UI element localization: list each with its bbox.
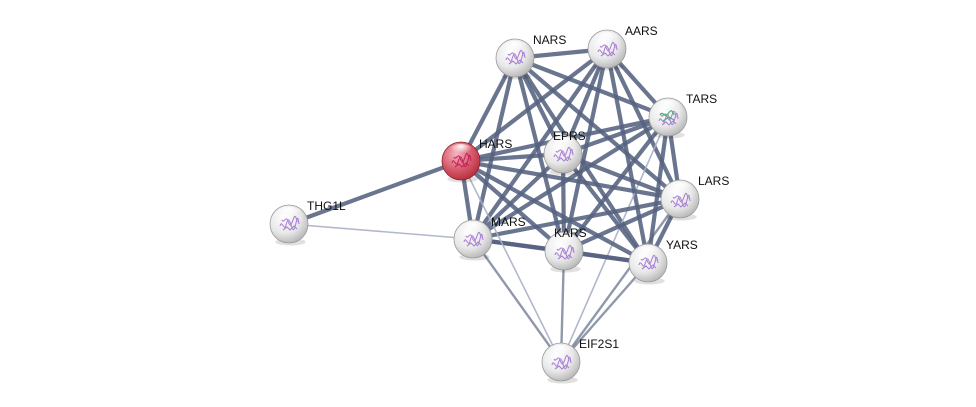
edge-aars-kars[interactable] <box>561 46 610 254</box>
node-gloss <box>668 181 692 196</box>
node-kars[interactable] <box>544 231 584 273</box>
nodes-layer: NARS AARS TARS HARS EPRS LARS THG1L MARS KARS YAR… <box>269 24 729 384</box>
node-label-eprs: EPRS <box>553 129 586 143</box>
node-gloss <box>552 233 576 248</box>
edge-yars-eif2s1[interactable] <box>559 261 650 364</box>
node-eif2s1[interactable] <box>541 342 581 384</box>
edge-eprs-yars[interactable] <box>560 151 651 266</box>
node-thg1l[interactable] <box>269 204 309 246</box>
edge-hars-kars[interactable] <box>458 158 567 254</box>
edge-aars-yars[interactable] <box>604 46 651 266</box>
edge-eprs-lars[interactable] <box>560 151 683 202</box>
edge-nars-mars[interactable] <box>470 55 518 242</box>
node-yars[interactable] <box>628 243 668 285</box>
edge-hars-thg1l[interactable] <box>286 158 464 227</box>
node-gloss <box>461 221 485 236</box>
node-nars[interactable] <box>495 38 535 80</box>
node-aars[interactable] <box>587 29 627 71</box>
node-gloss <box>503 40 527 55</box>
node-label-aars: AARS <box>625 24 658 38</box>
node-gloss <box>449 143 473 158</box>
node-label-mars: MARS <box>491 215 526 229</box>
node-gloss <box>656 99 680 114</box>
node-lars[interactable] <box>660 179 700 221</box>
edges-layer <box>286 46 683 364</box>
edge-tars-eif2s1[interactable] <box>560 116 669 363</box>
edge-aars-hars[interactable] <box>458 46 610 164</box>
node-label-eif2s1: EIF2S1 <box>579 337 619 351</box>
edge-nars-lars[interactable] <box>512 55 683 202</box>
node-label-thg1l: THG1L <box>307 199 346 213</box>
node-mars[interactable] <box>453 219 493 261</box>
node-gloss <box>636 245 660 260</box>
node-label-lars: LARS <box>698 174 729 188</box>
edge-eprs-mars[interactable] <box>470 151 566 242</box>
node-gloss <box>549 344 573 359</box>
node-gloss <box>277 206 301 221</box>
node-label-nars: NARS <box>533 33 566 47</box>
edge-lars-mars[interactable] <box>470 196 683 242</box>
edge-lars-kars[interactable] <box>561 196 683 254</box>
node-hars[interactable] <box>441 141 481 183</box>
node-eprs[interactable] <box>543 134 583 176</box>
edge-hars-eif2s1[interactable] <box>460 160 562 363</box>
node-gloss <box>595 31 619 46</box>
node-tars[interactable] <box>648 97 688 139</box>
edge-lars-eif2s1[interactable] <box>559 197 682 364</box>
node-label-kars: KARS <box>554 226 587 240</box>
node-label-yars: YARS <box>666 238 698 252</box>
node-label-hars: HARS <box>479 137 512 151</box>
node-gloss <box>551 136 575 151</box>
node-label-tars: TARS <box>686 92 717 106</box>
edge-hars-yars[interactable] <box>458 158 651 266</box>
edge-mars-thg1l[interactable] <box>288 223 474 240</box>
edge-mars-eif2s1[interactable] <box>471 237 563 364</box>
edge-hars-lars[interactable] <box>458 158 683 202</box>
